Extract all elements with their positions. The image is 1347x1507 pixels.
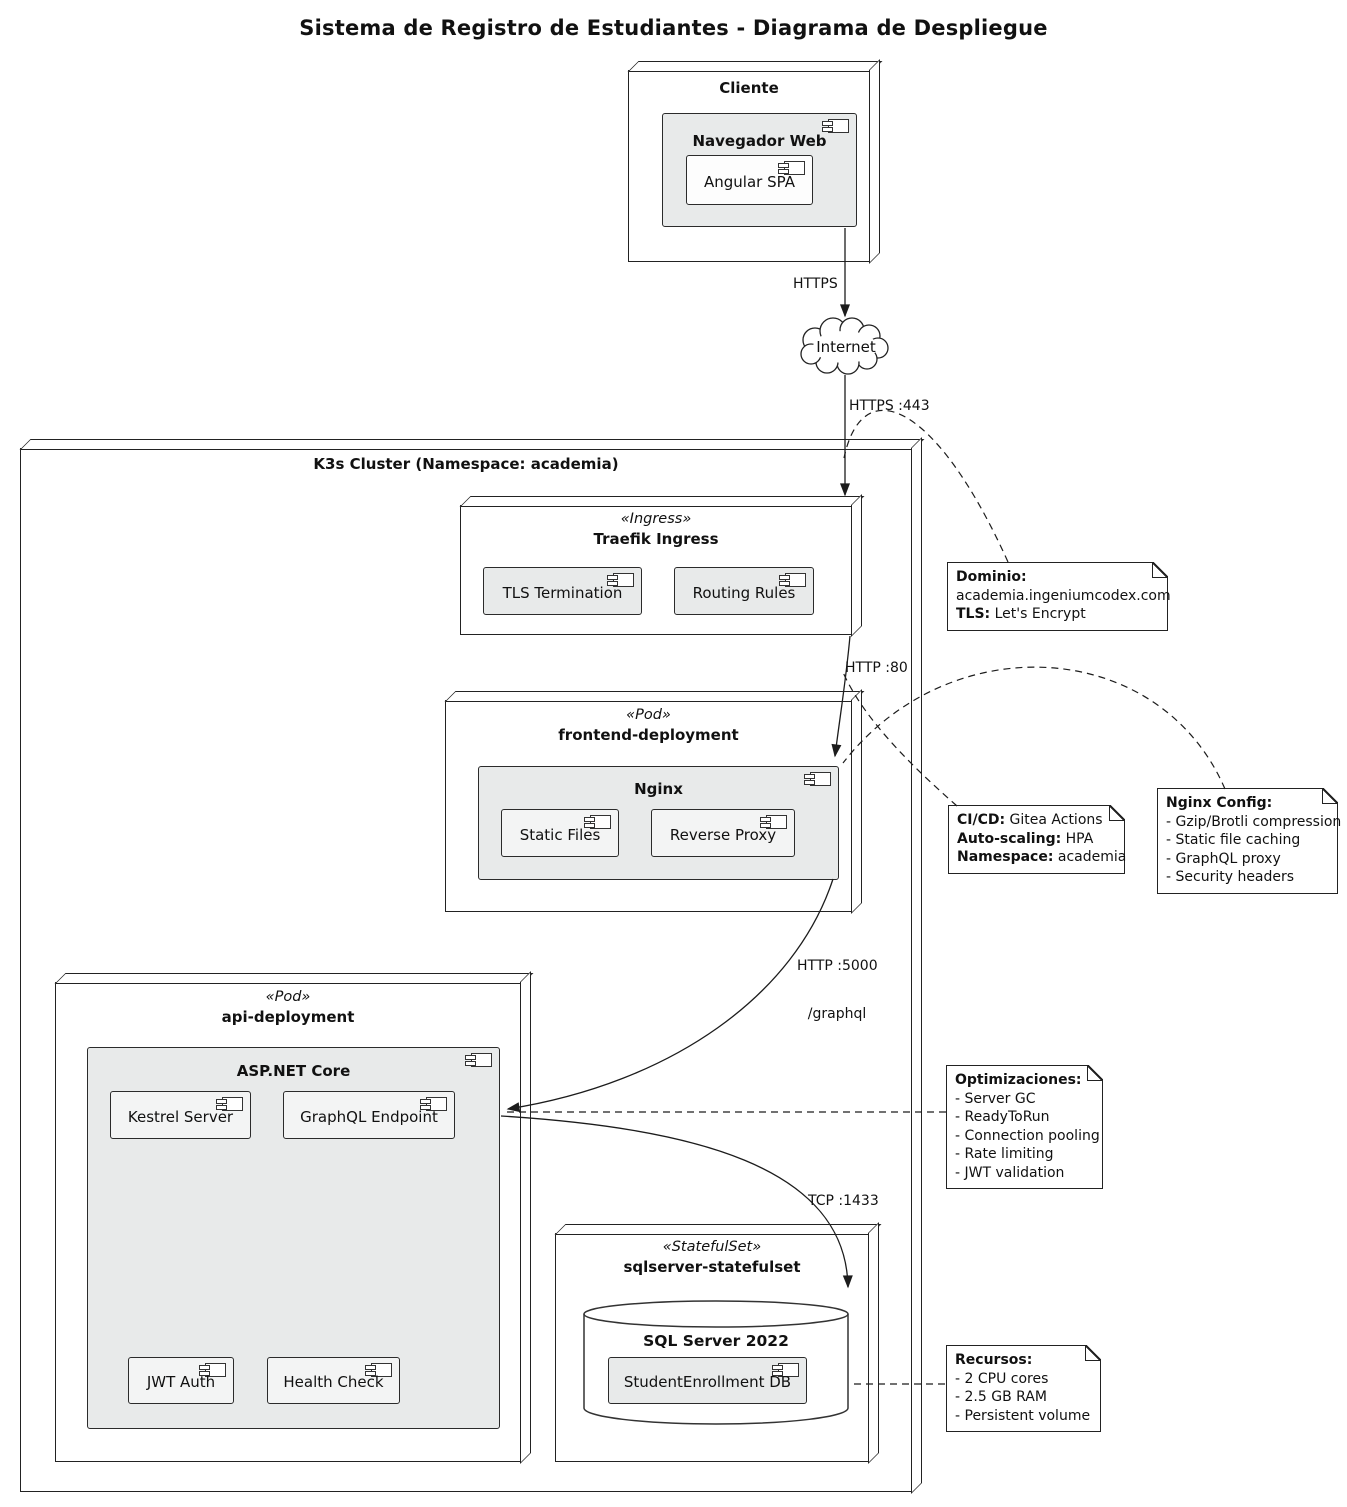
component-icon: [584, 815, 611, 829]
note-cicd-row-label: Auto-scaling:: [957, 830, 1062, 847]
statefulset-stereotype: «StatefulSet»: [662, 1239, 762, 1255]
component-jwt-auth: JWT Auth: [128, 1357, 234, 1404]
note-item: - Server GC: [955, 1090, 1036, 1107]
k3s-cluster-title: K3s Cluster (Namespace: academia): [313, 455, 619, 473]
note-recursos: Recursos: - 2 CPU cores - 2.5 GB RAM - P…: [946, 1344, 1102, 1432]
note-item: - Static file caching: [1166, 832, 1301, 848]
graphql-endpoint-label: GraphQL Endpoint: [300, 1107, 438, 1126]
note-item: - Persistent volume: [955, 1407, 1091, 1424]
component-icon: [465, 1053, 492, 1067]
note-cicd-row-value: Gitea Actions: [1009, 812, 1103, 828]
note-cicd: CI/CD: Gitea Actions Auto-scaling: HPA N…: [948, 804, 1127, 874]
health-check-label: Health Check: [283, 1373, 384, 1391]
note-dominio: Dominio: academia.ingeniumcodex.com TLS:…: [947, 561, 1171, 631]
traefik-stereotype: «Ingress»: [620, 511, 692, 527]
note-item: - Gzip/Brotli compression: [1166, 813, 1342, 830]
component-icon: [779, 573, 806, 587]
note-dominio-tls-value: Let's Encrypt: [994, 606, 1086, 622]
angular-spa-label: Angular SPA: [704, 172, 795, 191]
node-cliente-title: Cliente: [719, 79, 779, 97]
component-icon: [365, 1363, 392, 1377]
note-recursos-title: Recursos:: [955, 1352, 1033, 1368]
edge-label-http-80: HTTP :80: [845, 660, 908, 676]
traefik-title: Traefik Ingress: [593, 530, 719, 548]
edge-label-https: HTTPS: [793, 276, 838, 292]
jwt-auth-label: JWT Auth: [146, 1373, 216, 1391]
api-title: api-deployment: [221, 1008, 355, 1026]
note-cicd-row-value: academia: [1057, 849, 1127, 865]
note-cicd-row-label: CI/CD:: [957, 812, 1006, 828]
note-item: - 2.5 GB RAM: [955, 1389, 1047, 1405]
edge-label-https-443: HTTPS :443: [849, 398, 930, 414]
note-cicd-row-value: HPA: [1065, 830, 1094, 847]
note-cicd-row-label: Namespace:: [957, 849, 1054, 865]
edge-label-tcp-1433: TCP :1433: [808, 1193, 879, 1209]
note-nginx-config-title: Nginx Config:: [1166, 795, 1273, 811]
note-dominio-domain: academia.ingeniumcodex.com: [956, 587, 1171, 604]
component-icon: [607, 573, 634, 587]
component-studentenrollment-db: StudentEnrollment DB: [608, 1357, 807, 1404]
tls-termination-label: TLS Termination: [502, 583, 623, 602]
note-item: - GraphQL proxy: [1166, 850, 1281, 867]
component-routing-rules: Routing Rules: [674, 567, 814, 615]
statefulset-title: sqlserver-statefulset: [623, 1258, 801, 1276]
edge-label-http-5000-line2: /graphql: [807, 1006, 867, 1022]
navegador-web-title: Navegador Web: [692, 132, 827, 150]
component-icon: [778, 161, 805, 175]
component-static-files: Static Files: [501, 809, 619, 857]
note-optimizaciones-title: Optimizaciones:: [955, 1072, 1082, 1088]
diagram-title: Sistema de Registro de Estudiantes - Dia…: [299, 16, 1048, 40]
note-item: - Rate limiting: [955, 1146, 1054, 1162]
component-icon: [822, 119, 849, 133]
routing-rules-label: Routing Rules: [692, 583, 796, 602]
frontend-title: frontend-deployment: [558, 726, 739, 744]
note-item: - 2 CPU cores: [955, 1370, 1049, 1387]
studentenrollment-db-label: StudentEnrollment DB: [623, 1373, 792, 1391]
component-angular-spa: Angular SPA: [686, 155, 813, 205]
aspnet-core-title: ASP.NET Core: [236, 1062, 351, 1080]
note-item: - ReadyToRun: [955, 1109, 1050, 1125]
frontend-stereotype: «Pod»: [626, 707, 671, 723]
component-icon: [804, 772, 831, 786]
note-dominio-tls-label: TLS:: [956, 606, 991, 622]
component-icon: [420, 1097, 447, 1111]
static-files-label: Static Files: [519, 825, 601, 844]
note-item: - JWT validation: [955, 1164, 1065, 1181]
note-item: - Security headers: [1166, 869, 1295, 885]
component-icon: [199, 1363, 226, 1377]
note-optimizaciones: Optimizaciones: - Server GC - ReadyToRun…: [946, 1064, 1104, 1189]
edge-label-http-5000-line1: HTTP :5000: [797, 958, 878, 974]
edge-label-http-5000: HTTP :5000 /graphql: [797, 926, 878, 1054]
sqlserver-title: SQL Server 2022: [643, 1332, 789, 1350]
component-tls-termination: TLS Termination: [483, 567, 642, 615]
component-kestrel-server: Kestrel Server: [110, 1091, 251, 1139]
note-nginx-config: Nginx Config: - Gzip/Brotli compression …: [1157, 787, 1342, 894]
kestrel-server-label: Kestrel Server: [127, 1107, 234, 1126]
api-stereotype: «Pod»: [265, 989, 311, 1005]
note-item: - Connection pooling: [955, 1127, 1100, 1144]
note-dominio-title: Dominio:: [956, 569, 1027, 585]
component-icon: [216, 1097, 243, 1111]
component-icon: [760, 815, 787, 829]
internet-cloud-label: Internet: [816, 338, 876, 356]
component-reverse-proxy: Reverse Proxy: [651, 809, 795, 857]
reverse-proxy-label: Reverse Proxy: [669, 825, 777, 844]
nginx-title: Nginx: [634, 780, 683, 798]
component-graphql-endpoint: GraphQL Endpoint: [283, 1091, 455, 1139]
component-health-check: Health Check: [267, 1357, 400, 1404]
